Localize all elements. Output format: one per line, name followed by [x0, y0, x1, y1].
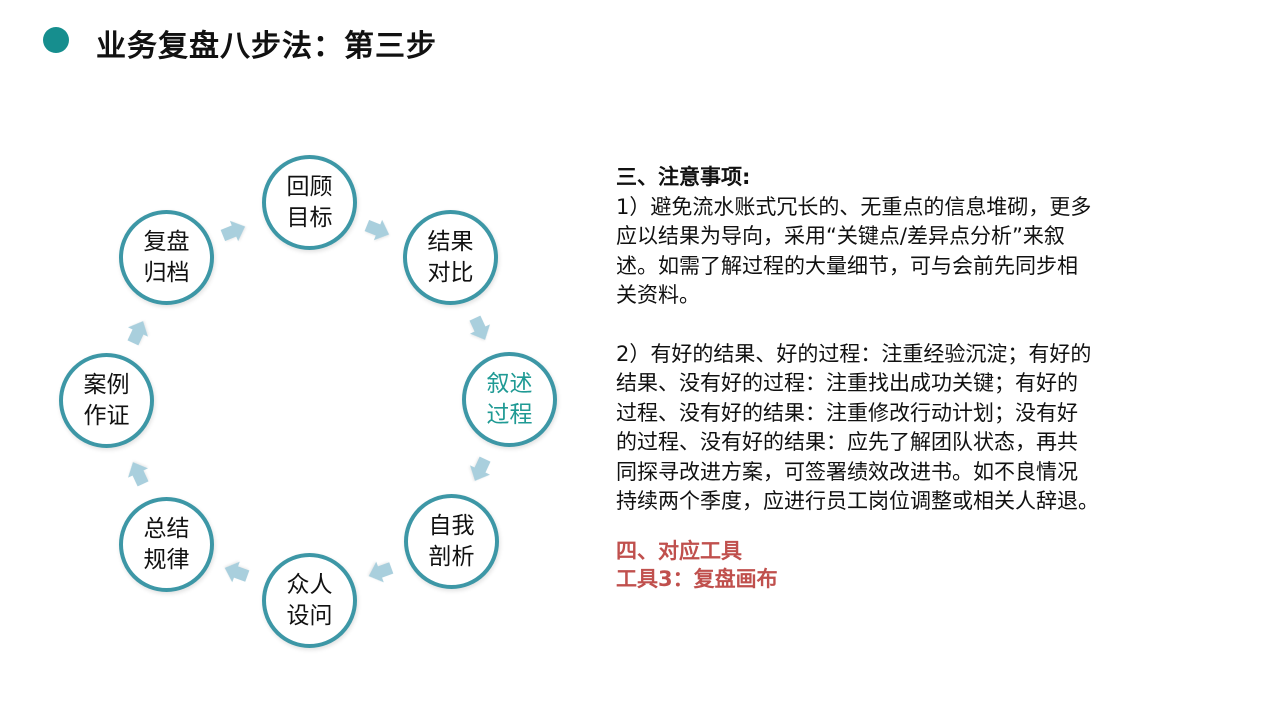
arrow-right-icon — [363, 215, 393, 244]
note-2-line: 持续两个季度，应进行员工岗位调整或相关人辞退。 — [616, 489, 1099, 513]
node-label-line2: 作证 — [83, 402, 130, 429]
tools-heading: 四、对应工具 — [616, 539, 742, 563]
note-1-line: 关资料。 — [616, 283, 700, 307]
note-2-line: 的过程、没有好的结果：应先了解团队状态，再共 — [616, 430, 1078, 454]
arrow-up-icon — [123, 457, 153, 488]
arrow-left-icon — [365, 558, 395, 587]
node-label-line2: 归档 — [143, 259, 190, 286]
arrow-down-icon — [465, 454, 495, 485]
arrow-up-icon — [123, 316, 153, 347]
note-1-line: 1）避免流水账式冗长的、无重点的信息堆砌，更多 — [616, 194, 1092, 219]
note-2-line: 同探寻改进方案，可签署绩效改进书。如不良情况 — [616, 459, 1078, 484]
note-2-line: 2）有好的结果、好的过程：注重经验沉淀；有好的 — [616, 341, 1092, 366]
note-2-line: 过程、没有好的结果：注重修改行动计划；没有好 — [616, 400, 1078, 425]
notes-heading: 三、注意事项: — [616, 165, 751, 189]
node-label-line1: 复盘 — [143, 228, 190, 255]
tool-name: 工具3：复盘画布 — [616, 567, 778, 591]
node-label-line1: 回顾 — [286, 173, 333, 200]
node-label-line1: 自我 — [428, 512, 475, 539]
page-title: 业务复盘八步法：第三步 — [96, 29, 437, 64]
note-2-line: 结果、没有好的过程：注重找出成功关键；有好的 — [616, 371, 1078, 395]
title-bullet-icon — [43, 27, 69, 53]
cycle-node-narrate-process: 叙述 过程 — [462, 352, 557, 447]
arrow-left-icon — [221, 558, 251, 587]
spacer — [616, 311, 1176, 340]
node-label-line1: 众人 — [286, 571, 333, 598]
node-label-line1: 案例 — [83, 371, 130, 398]
node-label-line2: 剖析 — [428, 543, 475, 570]
tools-section: 四、对应工具 工具3：复盘画布 — [616, 537, 778, 593]
node-label-line2: 对比 — [427, 259, 474, 286]
node-label-line2: 过程 — [486, 401, 533, 428]
node-label-line1: 总结 — [143, 515, 190, 542]
note-1-line: 述。如需了解过程的大量细节，可与会前先同步相 — [616, 253, 1078, 278]
node-label-line2: 目标 — [286, 204, 333, 231]
cycle-node-summarize-rules: 总结 规律 — [119, 497, 214, 592]
review-cycle-diagram: 回顾 目标 结果 对比 叙述 过程 自我 剖析 众人 设问 总结 规律 案例 作… — [0, 0, 600, 719]
node-label-line2: 规律 — [143, 546, 190, 573]
arrow-down-icon — [465, 313, 495, 344]
notes-section: 三、注意事项: 1）避免流水账式冗长的、无重点的信息堆砌，更多 应以结果为导向，… — [616, 163, 1176, 517]
cycle-node-review-goal: 回顾 目标 — [262, 155, 357, 250]
node-label-line1: 叙述 — [486, 370, 533, 397]
cycle-node-group-questions: 众人 设问 — [262, 553, 357, 648]
node-label-line1: 结果 — [427, 228, 474, 255]
cycle-node-archive-review: 复盘 归档 — [119, 210, 214, 305]
arrow-right-icon — [219, 216, 249, 245]
cycle-node-self-analysis: 自我 剖析 — [404, 494, 499, 589]
note-1-line: 应以结果为导向，采用“关键点/差异点分析”来叙 — [616, 224, 1065, 248]
cycle-node-case-evidence: 案例 作证 — [59, 353, 154, 448]
node-label-line2: 设问 — [286, 602, 333, 629]
cycle-node-compare-results: 结果 对比 — [403, 210, 498, 305]
